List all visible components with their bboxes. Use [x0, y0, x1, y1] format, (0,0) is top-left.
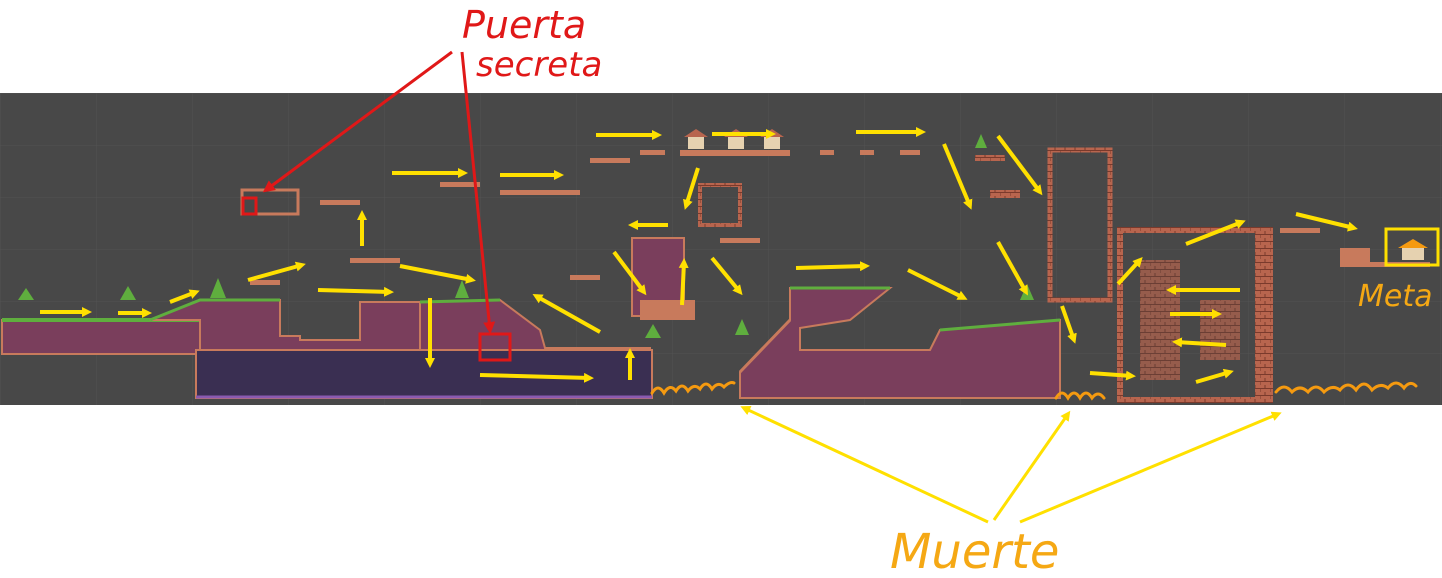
death-label: Muerte	[890, 524, 1059, 578]
tree-icon	[210, 278, 226, 298]
arrow-icon	[247, 261, 306, 282]
door-icon	[478, 332, 512, 362]
house-icon	[1398, 239, 1428, 260]
secret-doors	[241, 50, 512, 362]
arrow-icon	[1172, 337, 1227, 348]
death-wave-3	[1274, 381, 1418, 395]
arrow-icon	[532, 294, 601, 334]
tree-icon	[975, 134, 987, 148]
arrow-icon	[996, 241, 1028, 296]
arrow-icon	[169, 289, 200, 304]
door-icon	[241, 196, 258, 216]
arrow-icon	[795, 261, 870, 272]
death-zones	[650, 381, 1418, 401]
house-icon	[684, 129, 708, 149]
arrow-icon	[678, 258, 689, 306]
arrow-icon	[1060, 305, 1077, 344]
arrow-icon	[1195, 368, 1234, 384]
arrow-icon	[1185, 219, 1246, 246]
tree-icon	[735, 319, 749, 335]
arrow-icon	[612, 250, 647, 296]
terrain	[1, 147, 1430, 403]
tree-icon	[645, 324, 661, 338]
arrow-icon	[317, 286, 394, 297]
arrow-icon	[1089, 370, 1136, 381]
arrow-icon	[942, 143, 973, 210]
tree-icon	[18, 288, 34, 300]
death-pointers	[740, 406, 1282, 524]
death-wave-2	[1054, 391, 1106, 401]
arrow-icon	[907, 268, 968, 300]
goal-box	[1384, 227, 1440, 267]
path-arrows	[40, 127, 1358, 384]
goal-label: Meta	[1358, 279, 1433, 314]
secret-door-pointer-2	[460, 51, 496, 334]
arrow-icon	[996, 134, 1043, 196]
secret-door-label-line2: secreta	[476, 45, 602, 85]
death-wave-1	[650, 381, 736, 396]
arrow-icon	[479, 372, 594, 383]
arrow-icon	[399, 264, 476, 284]
arrow-icon	[710, 256, 743, 296]
tree-icon	[455, 280, 469, 298]
arrow-icon	[1295, 212, 1358, 232]
secret-door-label-line1: Puerta	[462, 3, 586, 47]
secret-door-pointer-1	[262, 50, 453, 193]
arrow-icon	[683, 167, 700, 210]
cave-area	[195, 349, 653, 399]
arrow-icon	[1116, 257, 1143, 286]
tree-icon	[120, 286, 136, 300]
houses	[684, 129, 1428, 260]
